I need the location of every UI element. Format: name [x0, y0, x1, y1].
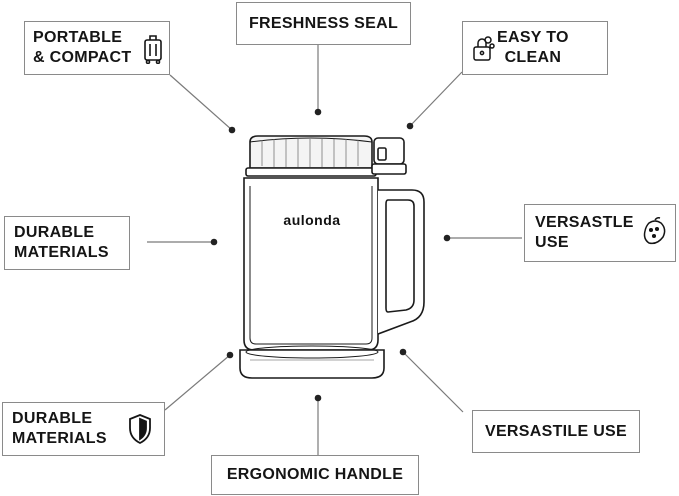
label-easy-to-clean-text: EASY TO CLEAN	[497, 29, 569, 66]
label-portable-compact: PORTABLE & COMPACT	[24, 21, 170, 75]
label-versastile-use-right: VERSASTLE USE	[524, 204, 676, 262]
label-versastile-use-bottom-text: VERSASTILE USE	[484, 422, 627, 440]
grinder-drawing	[239, 135, 425, 379]
label-easy-to-clean: EASY TO CLEAN	[462, 21, 608, 75]
label-ergonomic-handle: ERGONOMIC HANDLE	[211, 455, 419, 495]
label-versastile-use-bottom: VERSASTILE USE	[472, 410, 640, 453]
shield-icon	[128, 413, 152, 451]
label-durable-materials-bottom: DURABLE MATERIALS	[2, 402, 165, 456]
fruit-icon	[641, 217, 669, 253]
lock-bubble-icon	[471, 35, 495, 69]
label-freshness-seal: FRESHNESS SEAL	[236, 2, 411, 45]
label-freshness-seal-text: FRESHNESS SEAL	[248, 14, 399, 32]
leader-dots	[210, 108, 451, 402]
label-durable-materials-top-text: DURABLE MATERIALS	[14, 224, 109, 261]
label-versastile-use-right-text: VERSASTLE USE	[535, 214, 634, 251]
label-durable-materials-top: DURABLE MATERIALS	[4, 216, 130, 270]
label-portable-compact-text: PORTABLE & COMPACT	[33, 29, 132, 66]
leader-lines	[147, 45, 522, 455]
luggage-icon	[143, 34, 163, 70]
label-ergonomic-handle-text: ERGONOMIC HANDLE	[226, 466, 404, 483]
label-durable-materials-bottom-text: DURABLE MATERIALS	[12, 410, 107, 447]
brand-logo-text: aulonda	[283, 212, 341, 228]
